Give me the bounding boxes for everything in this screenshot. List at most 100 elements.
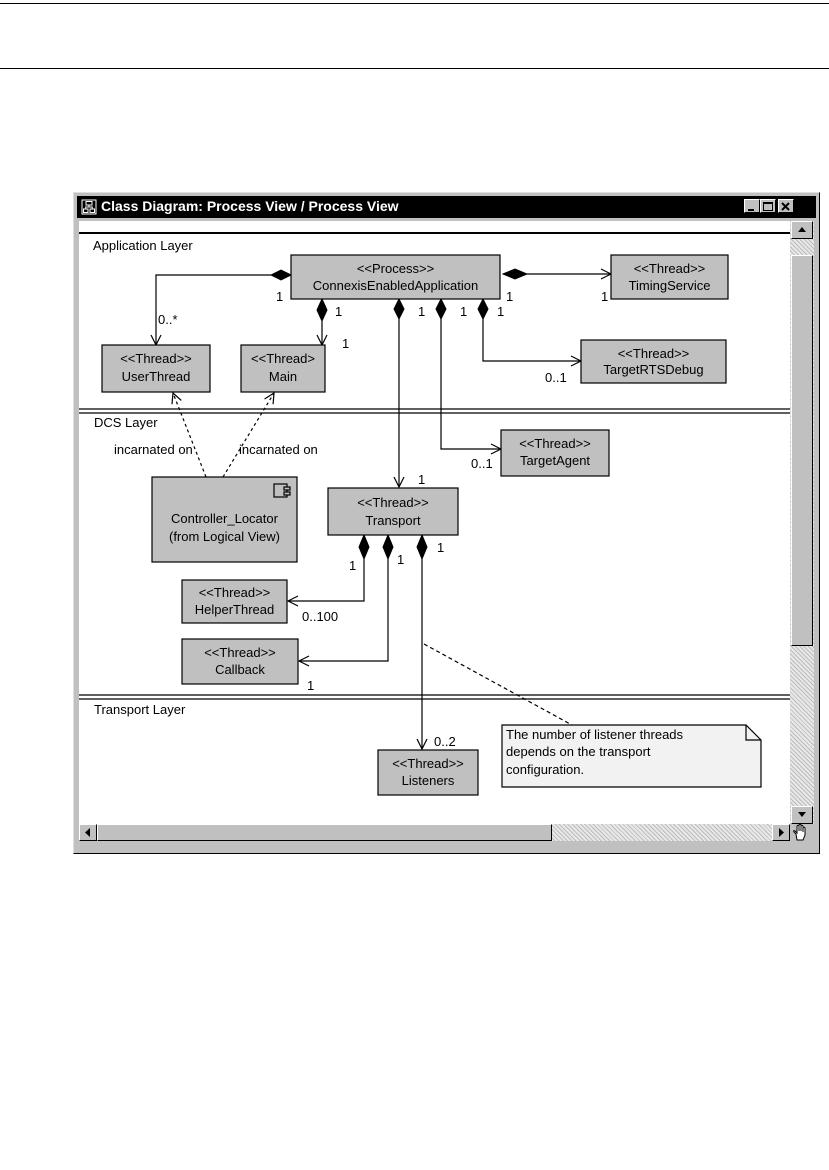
class-target-rts-debug[interactable]: <<Thread>> TargetRTSDebug [580, 339, 727, 384]
stereotype: <<Thread>> [519, 436, 591, 451]
association-lines [156, 274, 611, 749]
stereotype: <<Thread> [251, 351, 315, 366]
mult-agent-dst: 0..1 [471, 456, 493, 471]
scroll-left-button[interactable] [79, 824, 97, 841]
class-user-thread[interactable]: <<Thread>> UserThread [101, 344, 211, 393]
class-name: Listeners [402, 773, 455, 788]
vertical-scroll-thumb[interactable] [791, 255, 813, 646]
mult-main-src: 1 [335, 304, 342, 319]
arrow-left-icon [85, 828, 90, 837]
class-target-agent[interactable]: <<Thread>> TargetAgent [500, 429, 610, 477]
stereotype: <<Thread>> [618, 346, 690, 361]
diamond-target-agent [435, 297, 447, 321]
class-controller-locator[interactable]: Controller_Locator (from Logical View) [151, 476, 298, 563]
stereotype: <<Thread>> [204, 645, 276, 660]
class-connexis[interactable]: <<Process>> ConnexisEnabledApplication [290, 254, 501, 300]
layer-separators [79, 232, 790, 700]
class-callback[interactable]: <<Thread>> Callback [181, 638, 299, 685]
assoc-helper [288, 559, 365, 601]
class-transport[interactable]: <<Thread>> Transport [327, 487, 459, 536]
incarnated-on-label-left: incarnated on [114, 442, 193, 457]
class-name: ConnexisEnabledApplication [313, 278, 479, 293]
assoc-target-agent [440, 319, 501, 449]
composition-diamonds [269, 268, 529, 561]
incarnated-on-label-right: incarnated on [239, 442, 318, 457]
listener-note[interactable]: The number of listener threads depends o… [501, 724, 762, 788]
mult-timing-dst: 1 [601, 289, 608, 304]
mult-listeners-dst: 0..2 [434, 734, 456, 749]
transport-layer-label: Transport Layer [94, 702, 186, 717]
class-name: Main [269, 369, 297, 384]
vertical-scrollbar[interactable] [790, 221, 814, 824]
minimize-button[interactable] [744, 199, 760, 213]
diamond-main [316, 297, 328, 323]
horizontal-scrollbar[interactable] [79, 824, 790, 841]
class-name: HelperThread [195, 602, 275, 617]
diagram-canvas[interactable]: Application Layer DCS Layer Transport La… [79, 221, 790, 824]
assoc-target-rts [482, 319, 581, 361]
scroll-down-button[interactable] [791, 806, 813, 824]
stereotype: <<Thread>> [634, 261, 706, 276]
mult-main-dst: 1 [342, 336, 349, 351]
scroll-corner[interactable] [790, 823, 814, 841]
close-icon [781, 202, 790, 211]
from-package: (from Logical View) [169, 529, 280, 544]
maximize-button[interactable] [760, 199, 776, 213]
class-name: TargetRTSDebug [603, 362, 703, 377]
page-header-rule [0, 68, 829, 69]
stereotype: <<Thread>> [357, 495, 429, 510]
hand-cursor-icon [793, 823, 806, 841]
class-diagram-icon [81, 199, 97, 215]
note-line-3: configuration. [506, 762, 584, 777]
arrow-up-icon [798, 227, 806, 232]
maximize-icon [763, 202, 773, 211]
arrow-down-icon [798, 812, 806, 817]
class-name: Callback [215, 662, 265, 677]
stereotype: <<Thread>> [199, 585, 271, 600]
page-top-rule [0, 3, 829, 4]
assoc-user-thread [156, 274, 271, 345]
class-name: TargetAgent [520, 453, 590, 468]
mult-user-src: 1 [276, 289, 283, 304]
diamond-callback [382, 533, 394, 561]
class-helper-thread[interactable]: <<Thread>> HelperThread [181, 579, 288, 624]
mult-helper-dst: 0..100 [302, 609, 338, 624]
mult-transport-src: 1 [418, 304, 425, 319]
class-diagram: Application Layer DCS Layer Transport La… [79, 232, 790, 796]
class-main[interactable]: <<Thread> Main [240, 344, 326, 393]
stereotype: <<Thread>> [392, 756, 464, 771]
mult-user-dst: 0..* [158, 312, 178, 327]
title-bar[interactable]: Class Diagram: Process View / Process Vi… [77, 196, 816, 218]
mult-transport-dst: 1 [418, 472, 425, 487]
class-listeners[interactable]: <<Thread>> Listeners [377, 749, 479, 796]
scroll-up-button[interactable] [791, 221, 813, 239]
mult-callback-dst: 1 [307, 678, 314, 693]
scroll-right-button[interactable] [772, 824, 790, 841]
component-icon [273, 483, 291, 498]
diamond-user-thread [269, 269, 293, 281]
window-title: Class Diagram: Process View / Process Vi… [101, 198, 399, 214]
diamond-target-rts [477, 297, 489, 321]
stereotype: <<Thread>> [120, 351, 192, 366]
mult-rts-dst: 0..1 [545, 370, 567, 385]
mult-timing-src: 1 [506, 289, 513, 304]
diamond-transport [393, 297, 405, 321]
class-timing-service[interactable]: <<Thread>> TimingService [610, 254, 729, 300]
mult-agent-src: 1 [460, 304, 467, 319]
horizontal-scroll-thumb[interactable] [97, 824, 552, 841]
diamond-timing [501, 268, 529, 280]
multiplicity-labels: 1 0..* 1 1 1 1 1 1 1 0..1 1 0..1 1 0..10… [158, 289, 608, 749]
note-line-2: depends on the transport [506, 744, 651, 759]
application-layer-label: Application Layer [93, 238, 193, 253]
dcs-layer-label: DCS Layer [94, 415, 158, 430]
stereotype: <<Process>> [357, 261, 434, 276]
class-name: TimingService [629, 278, 711, 293]
mult-callback-src: 1 [397, 552, 404, 567]
minimize-icon [748, 209, 754, 211]
diamond-helper [358, 533, 370, 561]
class-name: Transport [365, 513, 421, 528]
mult-listeners-src: 1 [437, 540, 444, 555]
class-name: Controller_Locator [171, 511, 279, 526]
class-name: UserThread [122, 369, 191, 384]
close-button[interactable] [778, 199, 794, 213]
